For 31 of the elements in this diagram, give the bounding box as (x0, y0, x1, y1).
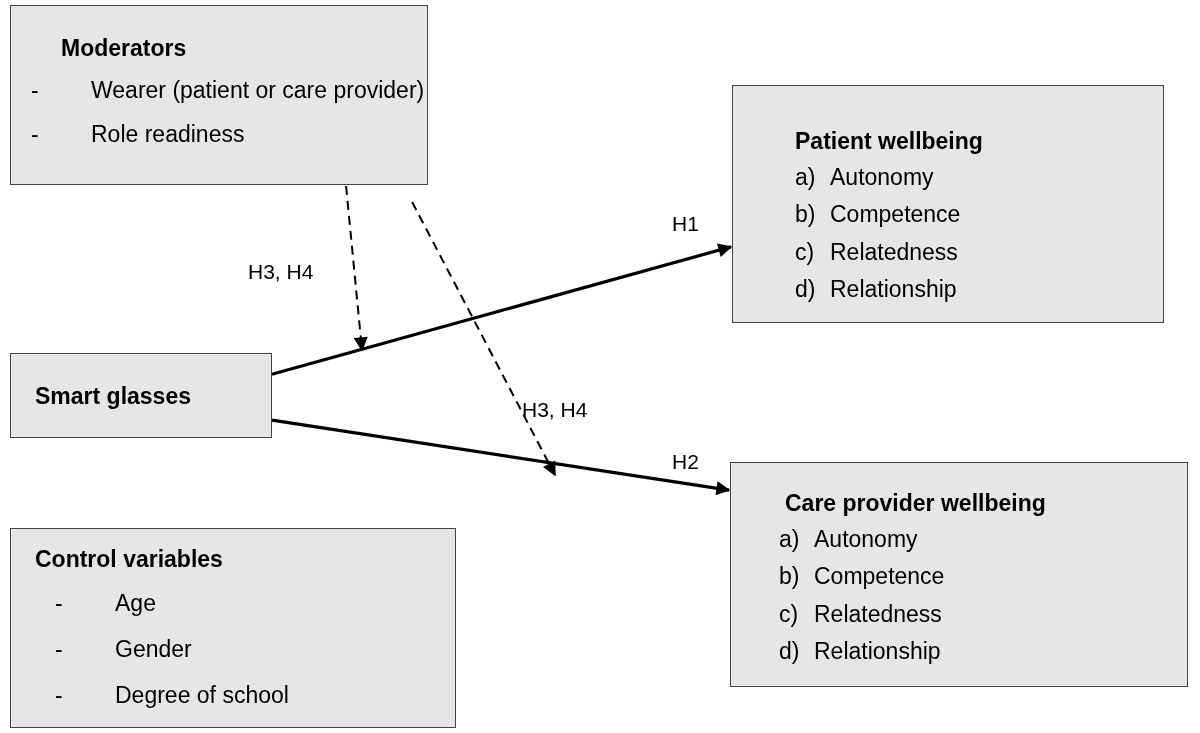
list-item: - Degree of school (55, 680, 289, 710)
edge-label: H1 (672, 212, 699, 236)
list-item: - Role readiness (31, 119, 245, 149)
box-heading: Patient wellbeing (795, 127, 983, 156)
list-item: a) Autonomy (779, 524, 918, 554)
list-item: - Age (55, 588, 156, 618)
box-heading: Control variables (35, 545, 223, 574)
edge-label: H3, H4 (248, 260, 314, 284)
concept-box (10, 353, 272, 438)
dashed-arrow (345, 185, 368, 352)
edge-label: H3, H4 (522, 398, 588, 422)
arrow (271, 243, 733, 376)
list-item: d) Relationship (779, 637, 941, 667)
dashed-arrow (411, 201, 556, 477)
list-item: c) Relatedness (779, 599, 942, 629)
list-item: - Wearer (patient or care provider) (31, 75, 425, 105)
box-heading: Care provider wellbeing (785, 489, 1046, 518)
box-heading: Smart glasses (35, 382, 191, 411)
list-item: d) Relationship (795, 275, 957, 305)
list-item: c) Relatedness (795, 237, 958, 267)
box-heading: Moderators (61, 34, 187, 63)
concept-box (732, 85, 1164, 323)
concept-box (10, 5, 428, 185)
concept-box (10, 528, 456, 728)
list-item: b) Competence (795, 200, 961, 230)
list-item: a) Autonomy (795, 162, 934, 192)
arrow (271, 418, 731, 496)
concept-box (730, 462, 1188, 687)
edge-label: H2 (672, 450, 699, 474)
list-item: b) Competence (779, 562, 945, 592)
list-item: - Gender (55, 634, 192, 664)
